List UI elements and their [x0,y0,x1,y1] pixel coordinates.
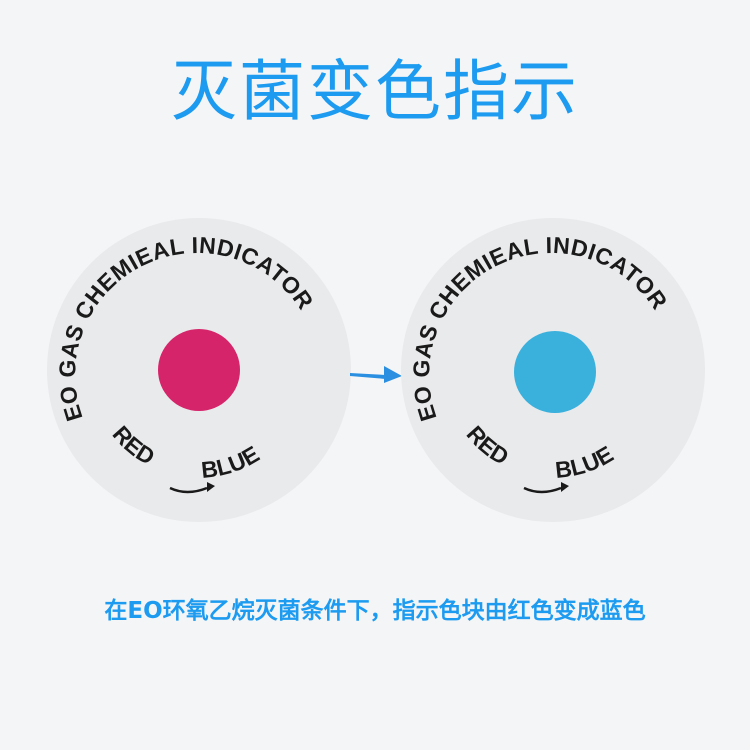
red-label: RED [462,421,514,470]
blue-label: BLUE [200,441,264,483]
caption: 在EO环氧乙烷灭菌条件下，指示色块由红色变成蓝色 [104,598,646,624]
svg-text:BLUE: BLUE [200,441,264,483]
blue-color-dot [514,331,596,413]
red-to-blue-arrow-icon [523,482,569,494]
red-label: RED [108,421,160,470]
svg-text:RED: RED [462,421,514,470]
indicator-label-ring: EO GAS CHEMIEAL INDICATOR RED BLUE [408,232,672,494]
red-to-blue-arrow-icon [169,482,215,494]
svg-text:RED: RED [108,421,160,470]
transition-arrow-icon [350,366,402,383]
indicator-before: EO GAS CHEMIEAL INDICATOR RED BLUE [47,218,351,522]
svg-text:BLUE: BLUE [554,441,618,483]
indicator-after: EO GAS CHEMIEAL INDICATOR RED BLUE [401,218,705,522]
indicator-label-ring: EO GAS CHEMIEAL INDICATOR RED BLUE [54,232,318,494]
page-title: 灭菌变色指示 [171,53,579,130]
red-color-dot [158,329,240,411]
blue-label: BLUE [554,441,618,483]
